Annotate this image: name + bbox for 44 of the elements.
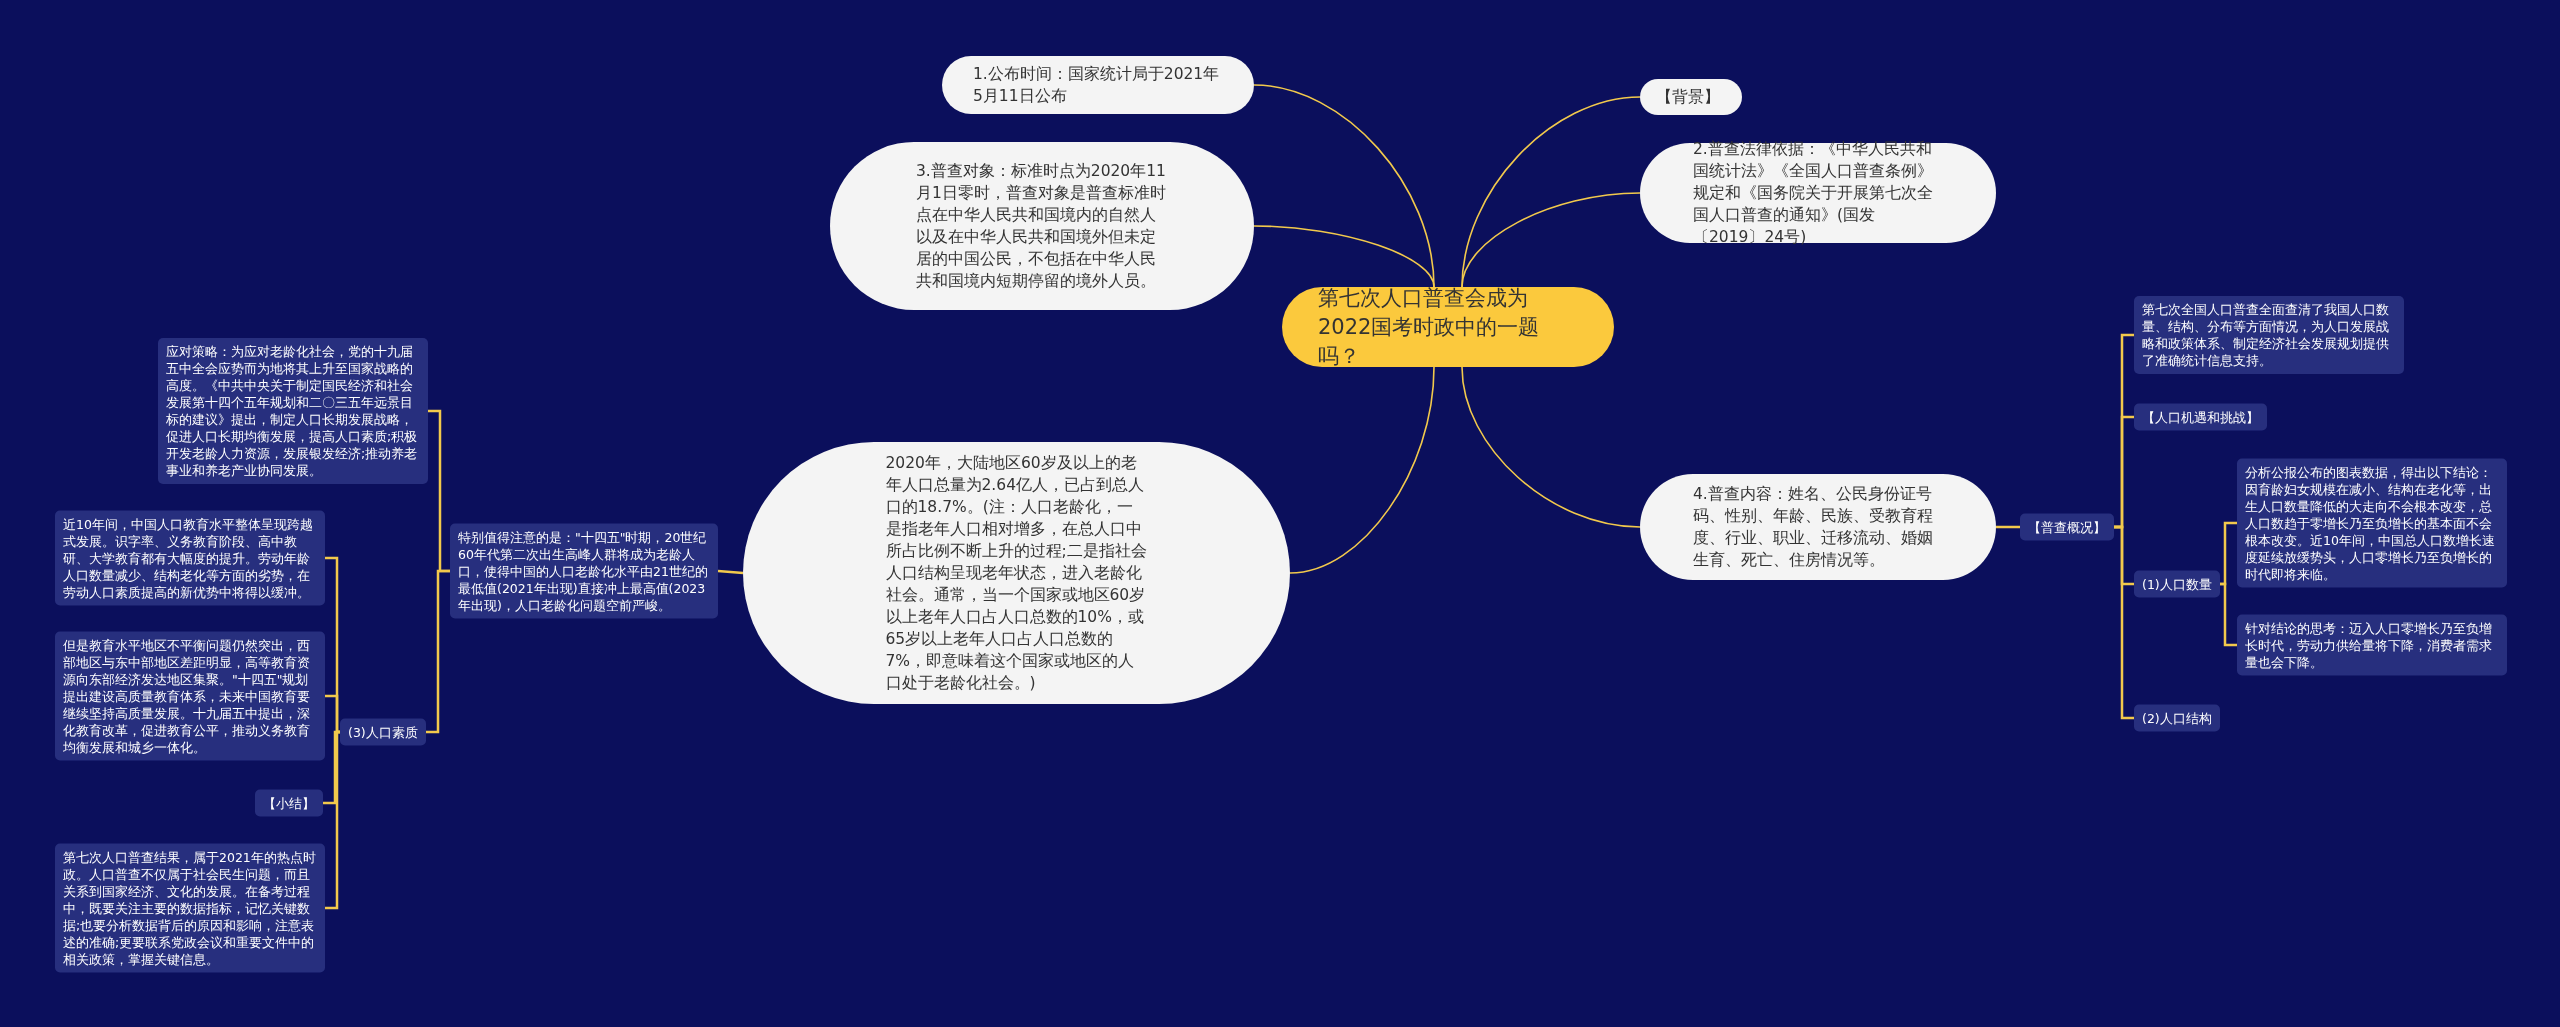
note-card [450, 523, 718, 619]
note-card [55, 510, 325, 606]
note-card [55, 631, 325, 761]
note-card [2237, 614, 2507, 676]
connector-line [1461, 192, 1641, 288]
topic-text: 4.普查内容：姓名、公民身份证号码、性别、年龄、民族、受教育程度、行业、职业、迁移流动、婚姻生育、死亡、住房情况等。 [1693, 484, 1934, 571]
connector-line [425, 569, 450, 734]
topic-bubble [942, 56, 1254, 114]
connector-line [1253, 225, 1435, 288]
note-card [2134, 296, 2404, 374]
note-text: 应对策略：为应对老龄化社会，党的十九届五中全会应势而为地将其上升至国家战略的高度。《中共中央关于制定国民经济和社会发展第十四个五年规划和二〇三五年远景目标的建议》提出，制定人口长期发展战略，促进人口长期均衡发展，提高人口素质;积极开发老龄人力资源，发展银发经济;推动养老事业和养老产业协同发展。 [166, 343, 419, 479]
connector-line [2219, 582, 2237, 647]
note-card [2020, 513, 2114, 541]
topic-text: 1.公布时间：国家统计局于2021年5月11日公布 [973, 64, 1221, 107]
note-text: 【小结】 [263, 794, 315, 812]
note-text: (1)人口数量 [2142, 575, 2212, 593]
note-card [255, 789, 323, 817]
note-text: 但是教育水平地区不平衡问题仍然突出，西部地区与东中部地区差距明显，高等教育资源向东部经济发达地区集聚。"十四五"规划提出建设高质量教育体系，未来中国教育要继续坚持高质量发展。十九届五中提出，深化教育改革，促进教育公平，推动义务教育均衡发展和城乡一体化。 [63, 636, 311, 756]
note-card [2134, 704, 2220, 732]
connector-line [2114, 525, 2134, 720]
topic-text: 2.普查法律依据：《中华人民共和国统计法》《全国人口普查条例》规定和《国务院关于开展第七次全国人口普查的通知》(国发〔2019〕24号) [1693, 139, 1934, 248]
note-text: 分析公报公布的图表数据，得出以下结论：因育龄妇女规模在减小、结构在老化等，出生人口数量降低的大走向不会根本改变，总人口数趋于零增长乃至负增长的基本面不会根本改变。近10年间，中国总人口数增长速度延续放缓势头，人口零增长乃至负增长的时代即将来临。 [2245, 463, 2496, 583]
note-text: 第七次人口普查结果，属于2021年的热点时政。人口普查不仅属于社会民生问题，而且关系到国家经济、文化的发展。在备考过程中，既要关注主要的数据指标，记忆关键数据;也要分析数据背后的原因和影响，注意表述的准确;更要联系党政会议和重要文件中的相关政策，掌握关键信息。 [63, 848, 317, 968]
note-text: 第七次全国人口普查全面查清了我国人口数量、结构、分布等方面情况，为人口发展战略和政策体系、制定经济社会发展规划提供了准确统计信息支持。 [2142, 301, 2390, 369]
note-card [2134, 403, 2267, 431]
note-card [2134, 570, 2220, 598]
topic-text: 第七次人口普查会成为2022国考时政中的一题吗？ [1318, 284, 1541, 370]
connector-line [1461, 366, 1641, 528]
note-text: 特别值得注意的是："十四五"时期，20世纪60年代第二次出生高峰人群将成为老龄人口，使得中国的人口老龄化水平由21世纪的最低值(2021年出现)直接冲上最高值(2023年出现)，人口老龄化问题空前严峻。 [458, 528, 709, 614]
note-text: (2)人口结构 [2142, 709, 2212, 727]
note-text: 针对结论的思考：迈入人口零增长乃至负增长时代，劳动力供给量将下降，消费者需求量也会下降。 [2245, 619, 2493, 671]
topic-text: 3.普查对象：标准时点为2020年11月1日零时，普查对象是普查标准时点在中华人民共和国境内的自然人以及在中华人民共和国境外但未定居的中国公民，不包括在中华人民共和国境内短期停留的境外人员。 [916, 161, 1167, 292]
note-card [340, 718, 426, 746]
connector-line [325, 694, 340, 734]
topic-text: 2020年，大陆地区60岁及以上的老年人口总量为2.64亿人，已占到总人口的18.7%。(注：人口老龄化，一是指老年人口相对增多，在总人口中所占比例不断上升的过程;二是指社会人口结构呈现老年状态，进入老龄化社会。通常，当一个国家或地区60岁以上老年人口占人口总数的10%，或65岁以上老年人口占人口总数的7%，即意味着这个国家或地区的人口处于老龄化社会。) [885, 453, 1148, 694]
note-text: 【人口机遇和挑战】 [2142, 408, 2259, 426]
topic-text: 【背景】 [1656, 87, 1721, 108]
connector-line [1996, 525, 2020, 529]
note-text: 【普查概况】 [2028, 518, 2106, 536]
topic-bubble [1640, 79, 1742, 115]
connector-line [717, 569, 744, 575]
connector-line [1289, 366, 1435, 574]
note-text: (3)人口素质 [348, 723, 418, 741]
note-text: 近10年间，中国人口教育水平整体呈现跨越式发展。识字率、义务教育阶段、高中教研、大学教育都有大幅度的提升。劳动年龄人口数量减少、结构老化等方面的劣势，在劳动人口素质提高的新优势中将得以缓冲。 [63, 515, 314, 601]
